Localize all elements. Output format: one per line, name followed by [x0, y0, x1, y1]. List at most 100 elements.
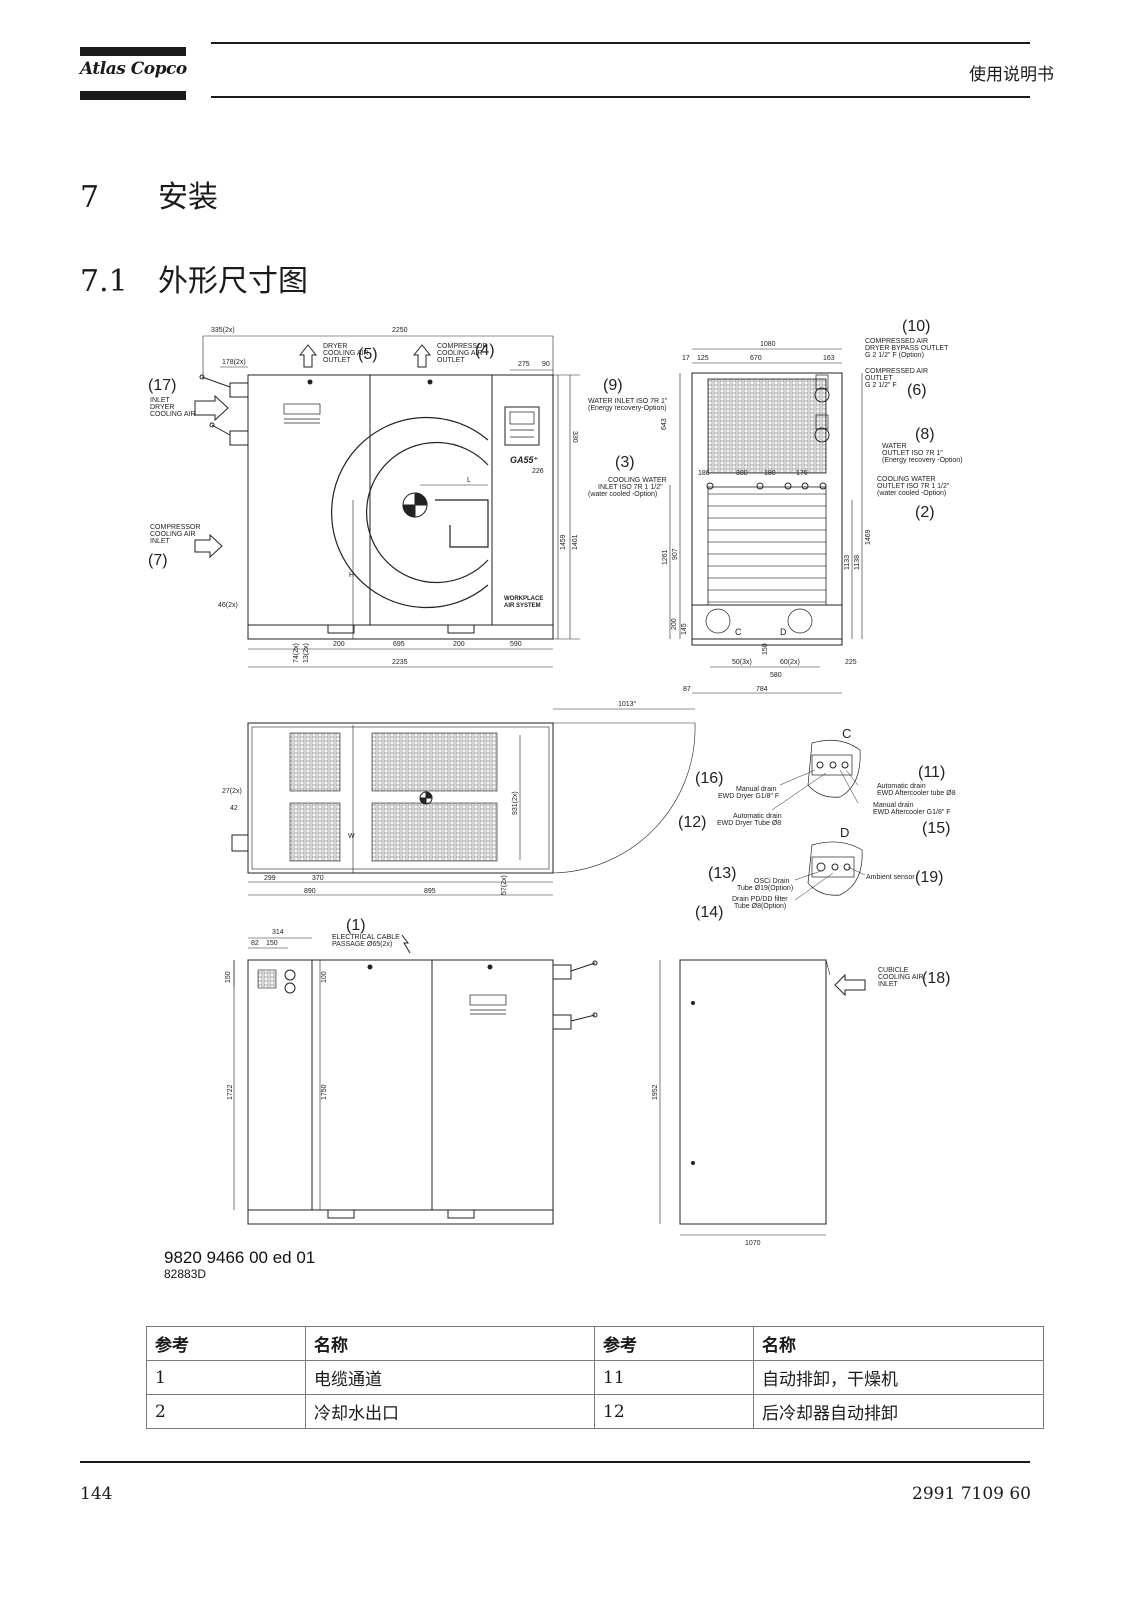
header-top-rule: [211, 42, 1030, 44]
svg-text:57(2x): 57(2x): [501, 875, 508, 895]
table-cell: 1: [146, 1360, 306, 1395]
document-number: 2991 7109 60: [912, 1484, 1031, 1504]
callout-labels: (5) (4) (17) (7) (9) (3) (10) (6) (8) (2…: [148, 318, 950, 987]
svg-text:1261: 1261: [662, 549, 669, 565]
svg-text:1401: 1401: [572, 534, 579, 550]
svg-text:60(2x): 60(2x): [780, 659, 800, 666]
svg-text:Tube Ø19(Option): Tube Ø19(Option): [737, 885, 793, 892]
table-row: 2 冷却水出口 12 后冷却器自动排卸: [146, 1394, 1044, 1429]
side-view: [669, 348, 863, 694]
svg-text:13(2x): 13(2x): [303, 643, 310, 663]
svg-text:INLET ISO 7R 1 1/2": INLET ISO 7R 1 1/2": [598, 484, 663, 491]
drawing-number: 9820 9466 00 ed 01: [164, 1248, 315, 1267]
drawing-code: 82883D: [164, 1267, 206, 1281]
callout-14: (14): [695, 904, 723, 921]
callout-1: (1): [346, 917, 366, 934]
svg-text:907: 907: [672, 548, 679, 560]
svg-text:163: 163: [823, 355, 835, 362]
svg-text:46(2x): 46(2x): [218, 602, 238, 609]
svg-text:1722: 1722: [227, 1084, 234, 1100]
svg-text:COOLING AIR: COOLING AIR: [878, 974, 924, 981]
svg-text:335(2x): 335(2x): [211, 327, 235, 334]
svg-text:200: 200: [453, 641, 465, 648]
svg-text:1750: 1750: [321, 1084, 328, 1100]
callout-8: (8): [915, 426, 935, 443]
section-number: 7: [80, 180, 100, 215]
svg-text:G 2 1/2" F: G 2 1/2" F: [865, 382, 897, 389]
svg-text:2235: 2235: [392, 659, 408, 666]
table-header-ref: 参考: [146, 1326, 306, 1361]
svg-text:314: 314: [272, 929, 284, 936]
header-bottom-rule: [211, 96, 1030, 98]
atlas-copco-logo: Atlas Copco: [80, 47, 187, 101]
subsection-title: 外形尺寸图: [158, 264, 308, 299]
svg-text:225: 225: [845, 659, 857, 666]
svg-text:COOLING AIR: COOLING AIR: [437, 350, 483, 357]
svg-text:1013°: 1013°: [618, 700, 637, 708]
svg-text:643: 643: [661, 418, 668, 430]
svg-text:H: H: [349, 572, 354, 579]
svg-text:D: D: [840, 825, 849, 840]
callout-5: (5): [358, 346, 378, 363]
svg-text:50(3x): 50(3x): [732, 659, 752, 666]
callout-7: (7): [148, 552, 168, 569]
logo-bottom-bar: [80, 91, 186, 100]
svg-text:42: 42: [230, 805, 238, 812]
svg-text:DRYER BYPASS OUTLET: DRYER BYPASS OUTLET: [865, 345, 949, 352]
logo-text: Atlas Copco: [80, 59, 187, 79]
svg-text:EWD Dryer G1/8" F: EWD Dryer G1/8" F: [718, 793, 779, 800]
svg-text:INLET: INLET: [878, 981, 899, 988]
svg-text:370: 370: [312, 875, 324, 882]
svg-text:OSCi Drain: OSCi Drain: [754, 878, 790, 885]
svg-text:COOLING AIR: COOLING AIR: [150, 411, 196, 418]
svg-text:Automatic drain: Automatic drain: [733, 813, 782, 820]
callout-12: (12): [678, 814, 706, 831]
svg-text:PASSAGE Ø65(2x): PASSAGE Ø65(2x): [332, 941, 392, 948]
callout-4: (4): [475, 342, 495, 359]
svg-text:178(2x): 178(2x): [222, 359, 246, 366]
svg-text:90: 90: [542, 361, 550, 368]
svg-text:COOLING WATER: COOLING WATER: [608, 477, 667, 484]
footer-rule: [80, 1461, 1030, 1463]
callout-3: (3): [615, 454, 635, 471]
svg-text:G 2 1/2" F (Option): G 2 1/2" F (Option): [865, 352, 924, 359]
table-row: 1 电缆通道 11 自动排卸，干燥机: [146, 1360, 1044, 1395]
svg-text:GA55⁺: GA55⁺: [510, 455, 539, 465]
svg-text:OUTLET ISO 7R 1": OUTLET ISO 7R 1": [882, 450, 943, 457]
svg-text:100: 100: [321, 971, 328, 983]
svg-text:200: 200: [333, 641, 345, 648]
svg-text:(water cooled -Option): (water cooled -Option): [877, 490, 946, 497]
svg-text:1133: 1133: [844, 555, 851, 570]
svg-text:WATER: WATER: [882, 443, 907, 450]
svg-text:Manual drain: Manual drain: [736, 786, 777, 793]
svg-text:COMPRESSOR: COMPRESSOR: [437, 343, 488, 350]
svg-text:W: W: [348, 833, 355, 840]
svg-text:COOLING WATER: COOLING WATER: [877, 476, 936, 483]
svg-text:27(2x): 27(2x): [222, 788, 242, 795]
svg-text:275: 275: [518, 361, 530, 368]
detail-c-d: [771, 739, 866, 901]
svg-text:WATER INLET ISO 7R 1": WATER INLET ISO 7R 1": [588, 398, 668, 405]
svg-text:DRYER: DRYER: [323, 343, 347, 350]
svg-text:1070: 1070: [745, 1240, 761, 1247]
svg-text:145: 145: [681, 623, 688, 635]
svg-text:(Energy recovery-Option): (Energy recovery-Option): [588, 405, 667, 412]
svg-text:COMPRESSOR: COMPRESSOR: [150, 524, 201, 531]
svg-text:Ambient sensor: Ambient sensor: [866, 874, 915, 881]
svg-text:695: 695: [393, 641, 405, 648]
svg-text:895: 895: [424, 888, 436, 895]
cubicle-side-view: [659, 959, 866, 1236]
dimension-values: 335(2x) 2250 178(2x) 275 90 330 226 1459…: [211, 327, 872, 1247]
callout-16: (16): [695, 770, 723, 787]
dimension-drawing: (5) (4) (17) (7) (9) (3) (10) (6) (8) (2…: [148, 318, 963, 1281]
svg-text:C: C: [842, 726, 851, 741]
svg-text:Manual drain: Manual drain: [873, 802, 914, 809]
svg-text:670: 670: [750, 355, 762, 362]
callout-6: (6): [907, 382, 927, 399]
table-header-name: 名称: [305, 1326, 595, 1361]
svg-text:INLET: INLET: [150, 538, 171, 545]
svg-text:CUBICLE: CUBICLE: [878, 967, 909, 974]
page-number: 144: [80, 1484, 113, 1504]
svg-text:1459: 1459: [560, 534, 567, 550]
